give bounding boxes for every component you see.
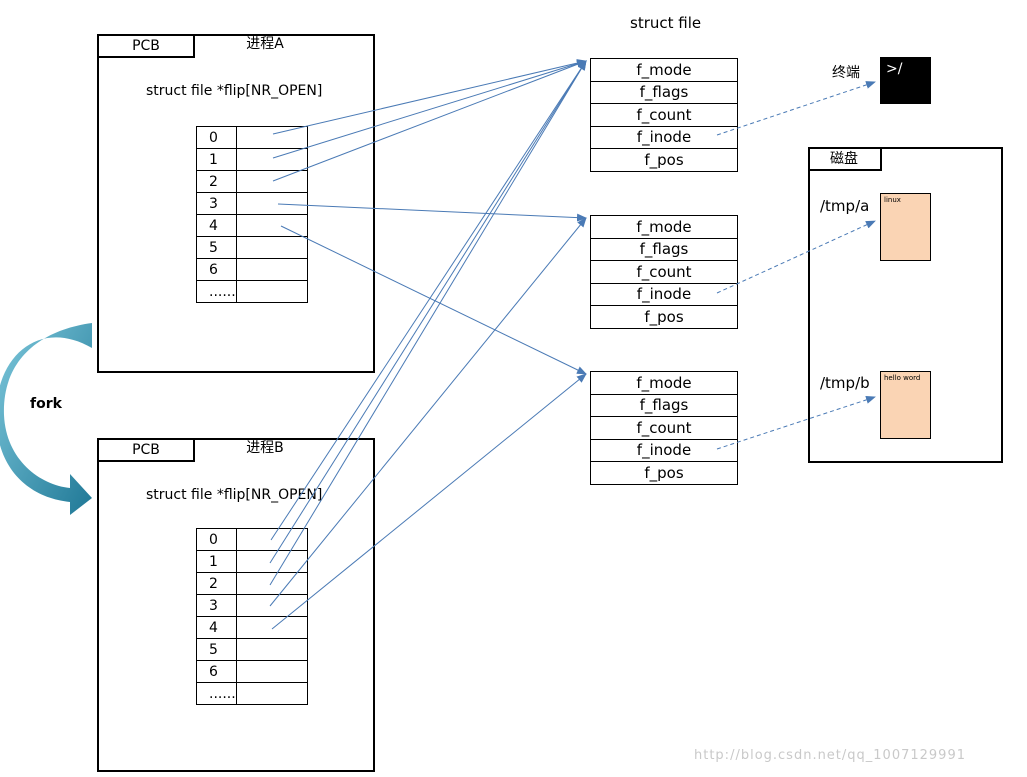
terminal-screen: >/ bbox=[880, 57, 931, 104]
file-struct-row: f_mode bbox=[590, 215, 738, 239]
disk-file-a-content: linux bbox=[884, 196, 901, 204]
process-b-name: 进程B bbox=[195, 438, 335, 462]
process-a-fd-index: ...... bbox=[196, 280, 237, 303]
file-struct-field-f-inode: f_inode bbox=[590, 438, 738, 462]
arrow-b2 bbox=[269, 60, 587, 586]
disk-file-b-content: hello word bbox=[884, 374, 921, 382]
process-a-name: 进程A bbox=[195, 34, 335, 58]
disk-tab: 磁盘 bbox=[808, 147, 882, 171]
process-b-fd-row: 5 bbox=[196, 638, 308, 661]
file-struct-field-f-mode: f_mode bbox=[590, 58, 738, 82]
disk-file-a: linux bbox=[880, 193, 931, 261]
terminal-label: 终端 bbox=[832, 65, 860, 81]
disk-file-b-path: /tmp/b bbox=[820, 374, 870, 392]
arrow-b3 bbox=[269, 217, 587, 607]
arrow-b0 bbox=[270, 60, 587, 541]
file-struct-row: f_count bbox=[590, 260, 738, 284]
arrow-inode-file-b bbox=[716, 396, 876, 450]
process-a-pcb-tab: PCB bbox=[97, 34, 195, 58]
process-a-fd-row: 2 bbox=[196, 170, 308, 193]
process-a-fd-row: 0 bbox=[196, 126, 308, 149]
file-struct-field-f-count: f_count bbox=[590, 260, 738, 284]
process-b-pcb-label: PCB bbox=[132, 442, 160, 458]
arrow-inode-file-a bbox=[716, 220, 876, 294]
arrow-inode-terminal bbox=[716, 81, 876, 136]
process-b-pcb-tab: PCB bbox=[97, 438, 195, 462]
process-b-struct-label: struct file *flip[NR_OPEN] bbox=[146, 487, 323, 503]
file-struct-row: f_pos bbox=[590, 305, 738, 329]
process-b-fd-pointer bbox=[235, 682, 308, 705]
file-struct-row: f_inode bbox=[590, 438, 738, 462]
file-struct-field-f-mode: f_mode bbox=[590, 215, 738, 239]
file-struct-field-f-inode: f_inode bbox=[590, 125, 738, 149]
disk-box: 磁盘 bbox=[808, 147, 1003, 463]
arrow-a2 bbox=[272, 60, 587, 182]
struct-file-title: struct file bbox=[630, 14, 702, 32]
fork-label: fork bbox=[30, 396, 62, 412]
file-struct-row: f_mode bbox=[590, 58, 738, 82]
process-b-fd-row: 6 bbox=[196, 660, 308, 683]
process-a-fd-pointer bbox=[235, 280, 308, 303]
file-struct-row: f_pos bbox=[590, 461, 738, 485]
file-struct-field-f-mode: f_mode bbox=[590, 371, 738, 395]
process-a-pcb-label: PCB bbox=[132, 38, 160, 54]
disk-file-a-path: /tmp/a bbox=[820, 197, 870, 215]
process-b-fd-row: 3 bbox=[196, 594, 308, 617]
arrow-a4 bbox=[280, 225, 587, 375]
arrow-b1 bbox=[269, 60, 587, 564]
arrow-a3 bbox=[277, 203, 587, 222]
process-a-fd-row: 4 bbox=[196, 214, 308, 237]
watermark: http://blog.csdn.net/qq_1007129991 bbox=[694, 748, 966, 763]
process-b-fd-row: ...... bbox=[196, 682, 308, 705]
process-a-name-text: 进程A bbox=[246, 36, 284, 52]
arrow-b4 bbox=[271, 373, 587, 630]
file-struct-row: f_inode bbox=[590, 125, 738, 149]
process-b-fd-row: 2 bbox=[196, 572, 308, 595]
process-a-fd-row: 5 bbox=[196, 236, 308, 259]
process-b-name-text: 进程B bbox=[246, 440, 284, 456]
process-b-fd-index: ...... bbox=[196, 682, 237, 705]
disk-file-b: hello word bbox=[880, 371, 931, 439]
file-struct-field-f-pos: f_pos bbox=[590, 148, 738, 172]
process-a-fd-row: ...... bbox=[196, 280, 308, 303]
file-struct-field-f-pos: f_pos bbox=[590, 305, 738, 329]
file-struct-row: f_pos bbox=[590, 148, 738, 172]
disk-label: 磁盘 bbox=[830, 151, 858, 167]
fork-arrow bbox=[0, 323, 92, 515]
file-struct-field-f-pos: f_pos bbox=[590, 461, 738, 485]
arrow-a0 bbox=[272, 59, 587, 135]
arrow-a1 bbox=[272, 59, 587, 159]
process-a-struct-label: struct file *flip[NR_OPEN] bbox=[146, 83, 323, 99]
file-struct-row: f_mode bbox=[590, 371, 738, 395]
